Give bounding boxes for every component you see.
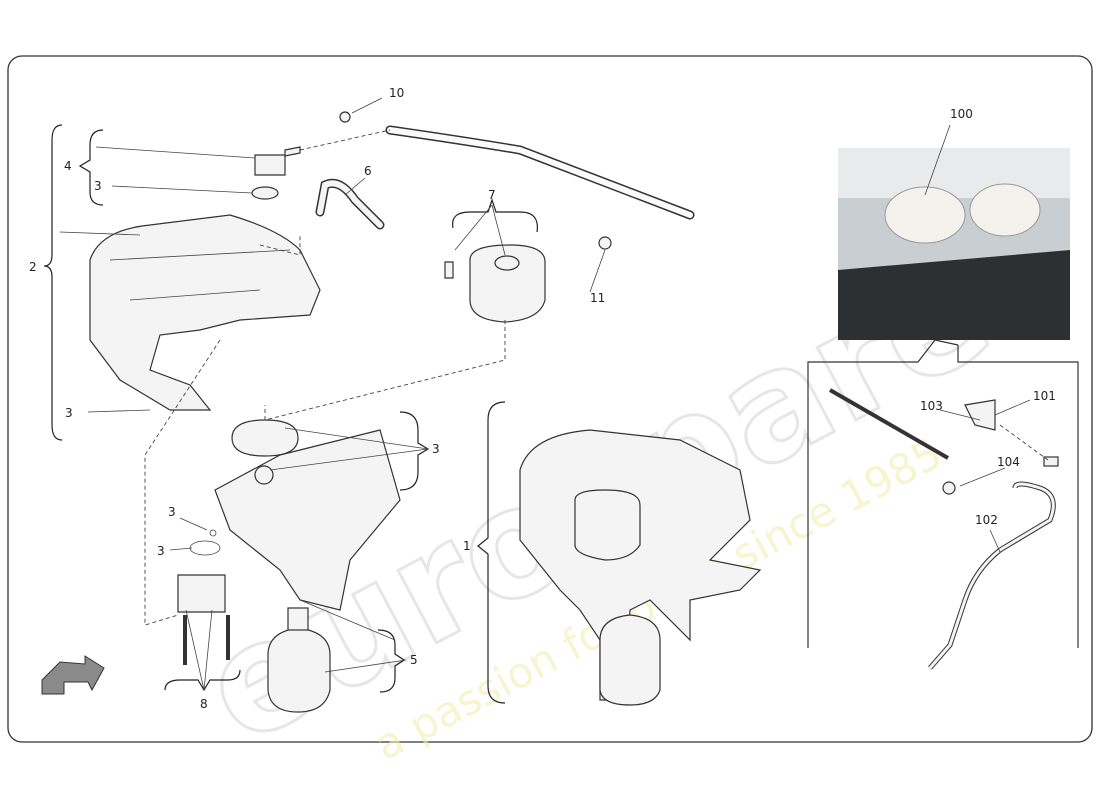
- reservoir-part: [89, 214, 321, 411]
- callout-11: 11: [590, 291, 605, 305]
- callout-8: 8: [200, 697, 208, 711]
- callout-3: 3: [168, 505, 176, 519]
- callout-3: 3: [432, 442, 440, 456]
- callout-101: 101: [1033, 389, 1056, 403]
- bracket-small-part: [964, 399, 996, 431]
- callout-103: 103: [920, 399, 943, 413]
- rod-part: [829, 388, 949, 460]
- callout-2: 2: [29, 260, 37, 274]
- callout-3: 3: [65, 406, 73, 420]
- accumulator-part: [267, 627, 331, 713]
- seal-part: [251, 186, 279, 200]
- inset-box: [807, 339, 1079, 648]
- clamp-part: [598, 236, 612, 250]
- clip-part: [339, 111, 351, 123]
- callout-3: 3: [94, 179, 102, 193]
- callout-10: 10: [389, 86, 404, 100]
- callout-104: 104: [997, 455, 1020, 469]
- callout-7: 7: [488, 188, 496, 202]
- diagram-frame: [7, 55, 1093, 743]
- valve-block-part: [177, 574, 226, 613]
- direction-arrow-icon: [41, 655, 105, 695]
- callout-5: 5: [410, 653, 418, 667]
- callout-100: 100: [950, 107, 973, 121]
- disc-part: [231, 419, 299, 457]
- callout-6: 6: [364, 164, 372, 178]
- line-102-part: [928, 481, 1056, 670]
- hose-part: [385, 125, 695, 220]
- motor-part: [469, 244, 546, 323]
- callout-4: 4: [64, 159, 72, 173]
- callout-102: 102: [975, 513, 998, 527]
- callout-1: 1: [463, 539, 471, 553]
- cap-part: [254, 154, 286, 176]
- callout-3: 3: [157, 544, 165, 558]
